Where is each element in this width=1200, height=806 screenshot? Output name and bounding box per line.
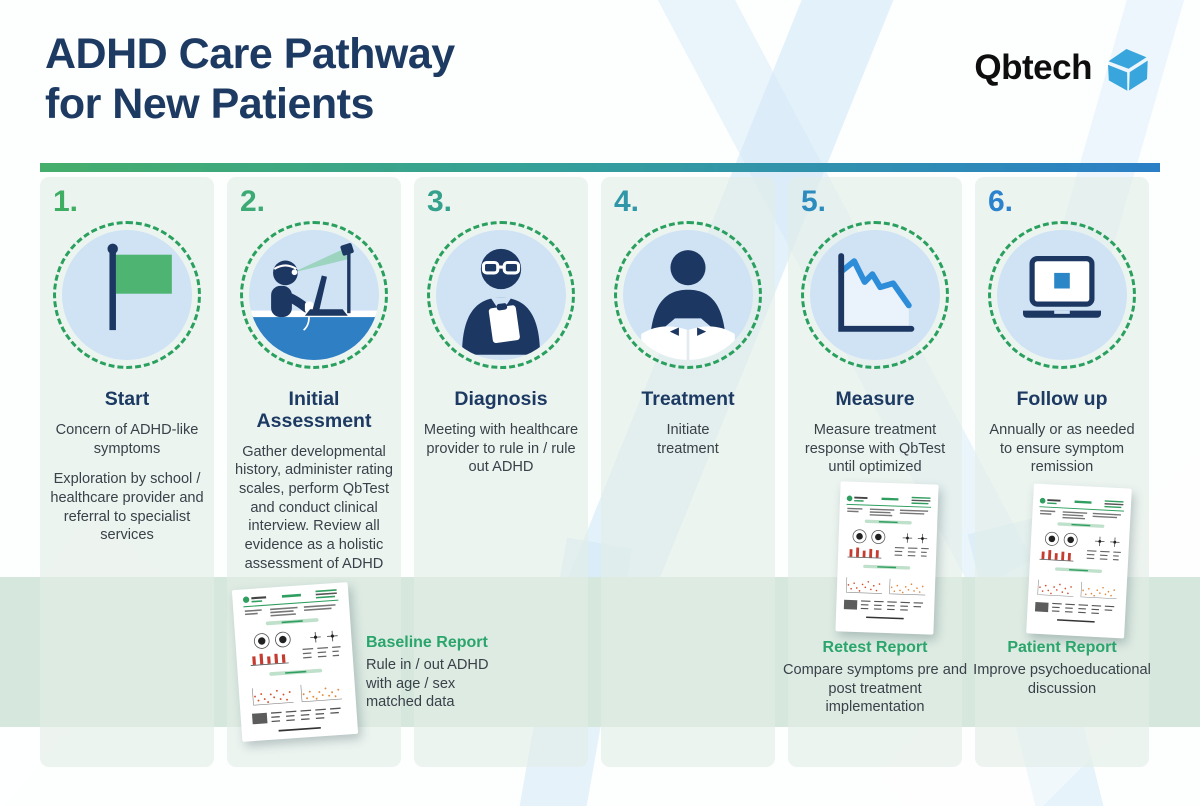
step-treatment: 4. Treatment Initiate treatment [601, 177, 775, 767]
page-title-line2: for New Patients [45, 79, 374, 128]
retest-report-thumbnail [835, 481, 939, 635]
baseline-report-caption: Baseline Report Rule in / out ADHD with … [366, 633, 500, 711]
step-title: Measure [835, 388, 915, 410]
step-body: Concern of ADHD-like symptoms [55, 421, 199, 457]
page-title: ADHD Care Pathway for New Patients [45, 30, 455, 130]
step-measure: 5. Measure Measure treatment response wi… [788, 177, 962, 767]
step-body: Annually or as needed to ensure symptom … [989, 421, 1135, 476]
report-name: Baseline Report [366, 634, 488, 651]
reading-person-icon [614, 221, 762, 369]
patient-report-thumbnail [1026, 483, 1132, 639]
step-number: 6. [988, 185, 1014, 218]
qbtech-logo-text: Qbtech [974, 48, 1092, 87]
report-description: Compare symptoms pre and post treatment … [782, 662, 968, 715]
qbtech-cube-icon [1108, 48, 1148, 91]
step-number: 5. [801, 185, 827, 218]
step-number: 1. [53, 185, 79, 218]
qbtest-session-icon [240, 221, 388, 369]
declining-chart-icon [801, 221, 949, 369]
step-body: Measure treatment response with QbTest u… [804, 421, 946, 476]
report-description: Rule in / out ADHD with age / sex matche… [366, 657, 489, 710]
step-body: Meeting with healthcare provider to rule… [423, 421, 579, 476]
report-description: Improve psychoeducational discussion [973, 662, 1151, 697]
step-number: 2. [240, 185, 266, 218]
gradient-divider [40, 163, 1160, 172]
step-title: Diagnosis [454, 388, 548, 410]
page-title-line1: ADHD Care Pathway [45, 30, 455, 78]
baseline-report-thumbnail [231, 582, 359, 742]
laptop-icon [988, 221, 1136, 369]
step-title: Treatment [641, 388, 735, 410]
step-start: 1. Start Concern of ADHD-like symptoms E… [40, 177, 214, 767]
patient-report-caption: Patient Report Improve psychoeducational… [972, 638, 1152, 698]
flag-icon [53, 221, 201, 369]
step-number: 4. [614, 185, 640, 218]
step-title: Initial Assessment [256, 388, 372, 432]
retest-report-caption: Retest Report Compare symptoms pre and p… [781, 638, 969, 716]
step-body: Exploration by school / healthcare provi… [50, 471, 204, 544]
qbtech-logo: Qbtech [974, 42, 1152, 94]
step-title: Follow up [1016, 388, 1108, 410]
step-title: Start [104, 388, 150, 410]
step-body: Gather developmental history, administer… [235, 443, 393, 572]
step-diagnosis: 3. [414, 177, 588, 767]
report-name: Patient Report [1007, 639, 1117, 656]
step-follow-up: 6. Follow up Annually or as needed to en… [975, 177, 1149, 767]
report-name: Retest Report [822, 639, 928, 656]
step-body: Initiate treatment [657, 421, 719, 457]
clinician-clipboard-icon [427, 221, 575, 369]
step-number: 3. [427, 185, 453, 218]
